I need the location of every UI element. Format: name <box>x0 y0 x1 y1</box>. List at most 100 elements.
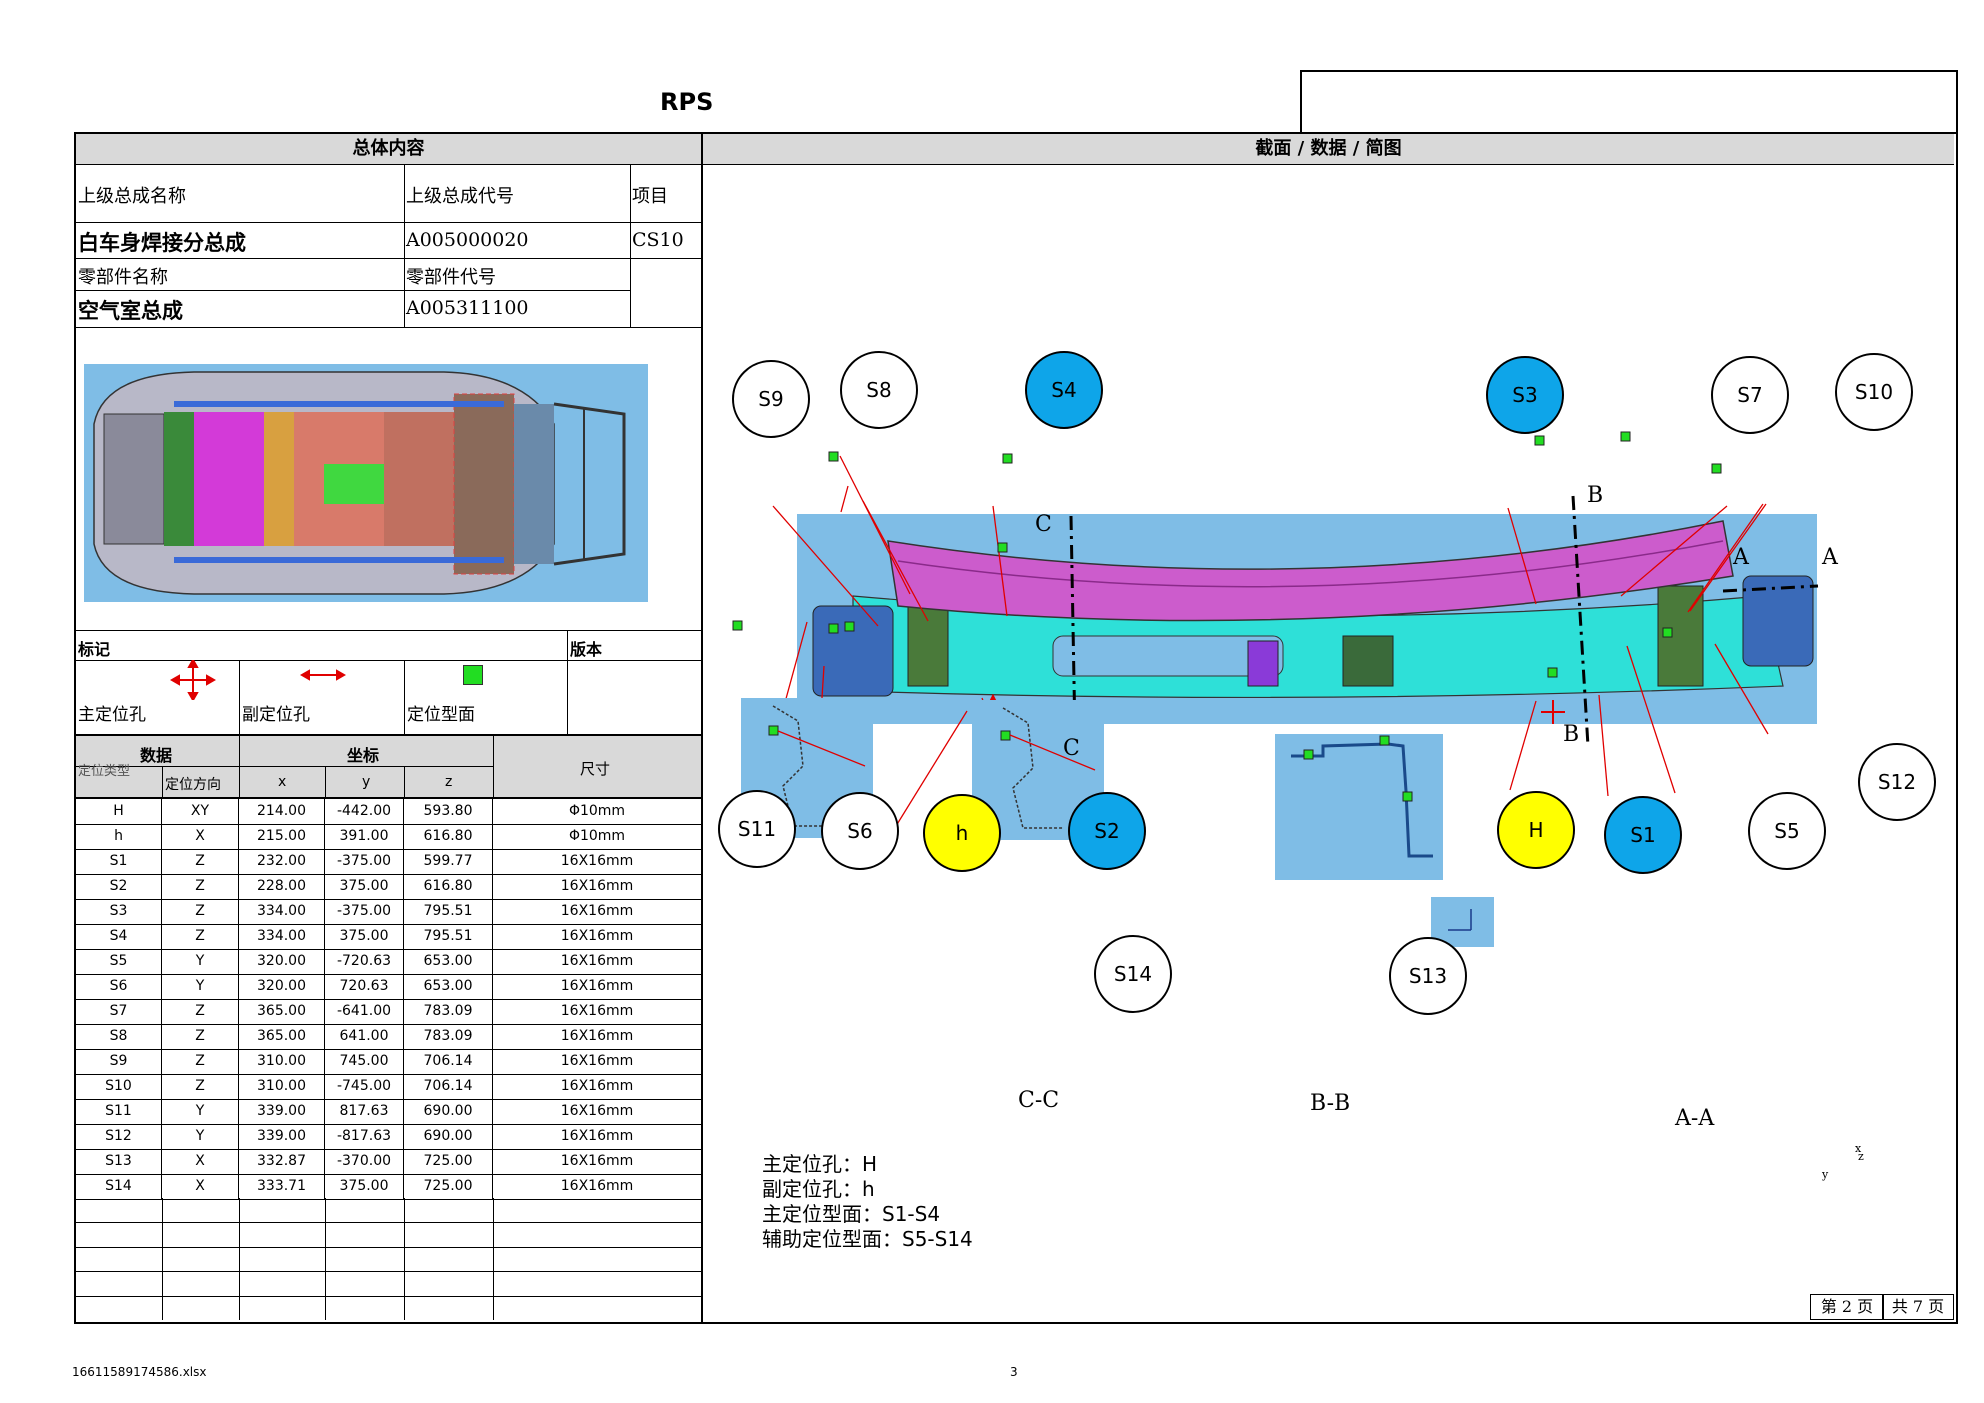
table-cell: 228.00 <box>239 874 325 899</box>
section-mark-a-left: A <box>1733 545 1749 570</box>
table-row-empty <box>76 1296 701 1320</box>
file-name: 16611589174586.xlsx <box>72 1365 207 1379</box>
table-cell: S12 <box>76 1124 162 1149</box>
legend-surface: 定位型面 <box>407 705 475 725</box>
table-cell: 339.00 <box>239 1124 325 1149</box>
table-cell: S6 <box>76 974 162 999</box>
table-cell: 310.00 <box>239 1074 325 1099</box>
version-label: 版本 <box>570 640 603 659</box>
table-cell: -442.00 <box>325 799 404 824</box>
notes: 主定位孔：H 副定位孔：h 主定位型面：S1-S4 辅助定位型面：S5-S14 <box>762 1152 973 1252</box>
table-cell: Y <box>162 1124 239 1149</box>
part-name: 空气室总成 <box>78 299 183 323</box>
table-cell: 16X16mm <box>560 1128 634 1144</box>
table-gridline <box>162 1247 163 1271</box>
table-cell: 16X16mm <box>560 878 634 894</box>
legend-sub-hole: 副定位孔 <box>242 705 310 725</box>
table-cell: 391.00 <box>325 824 404 849</box>
table-cell: Y <box>162 974 239 999</box>
table-gridline <box>493 1198 494 1222</box>
title-box <box>1300 70 1958 134</box>
mark-label: 标记 <box>78 640 111 659</box>
callout-s10: S10 <box>1835 353 1913 431</box>
table-cell: 725.00 <box>404 1149 493 1174</box>
table-cell: Z <box>162 1049 239 1074</box>
table-gridline <box>239 1296 240 1320</box>
y-col-header: y <box>362 774 371 790</box>
sub-hole-icon <box>300 669 346 681</box>
table-cell: Φ10mm <box>568 803 626 819</box>
table-gridline <box>404 1198 405 1222</box>
table-cell: 653.00 <box>404 974 493 999</box>
table-cell: 320.00 <box>239 949 325 974</box>
general-header: 总体内容 <box>76 134 701 165</box>
callout-h-small: h <box>923 794 1001 872</box>
note-main-hole: 主定位孔：H <box>762 1152 878 1176</box>
table-cell: X <box>162 824 239 849</box>
section-mark-b-bottom: B <box>1563 722 1580 747</box>
callout-s5: S5 <box>1748 792 1826 870</box>
table-cell: 690.00 <box>404 1099 493 1124</box>
table-cell: X <box>162 1174 239 1199</box>
callout-s11: S11 <box>718 790 796 868</box>
locate-type-header: 定位类型 <box>78 764 131 779</box>
table-cell: 16X16mm <box>560 1153 634 1169</box>
part-code-label: 零部件代号 <box>406 267 496 288</box>
table-cell: 375.00 <box>325 924 404 949</box>
table-cell: 320.00 <box>239 974 325 999</box>
axis-z-label: z <box>1858 1150 1864 1163</box>
table-gridline <box>325 1198 326 1222</box>
callout-s1: S1 <box>1604 796 1682 874</box>
table-cell: 332.87 <box>239 1149 325 1174</box>
table-cell: S14 <box>76 1174 162 1199</box>
table-cell: 616.80 <box>404 874 493 899</box>
table-cell: S5 <box>76 949 162 974</box>
table-cell: H <box>76 799 162 824</box>
locate-dir-header: 定位方向 <box>165 777 221 793</box>
table-cell: 214.00 <box>239 799 325 824</box>
table-cell: -641.00 <box>325 999 404 1024</box>
table-cell: 365.00 <box>239 1024 325 1049</box>
section-mark-b-top: B <box>1587 483 1604 508</box>
assembly-drawing <box>732 431 1819 947</box>
table-gridline <box>239 1271 240 1296</box>
callout-s9: S9 <box>732 360 810 438</box>
section-mark-c-top: C <box>1035 512 1052 537</box>
table-gridline <box>325 1296 326 1320</box>
coord-header: 坐标 <box>347 746 380 765</box>
table-cell: Y <box>162 949 239 974</box>
table-gridline <box>404 1247 405 1271</box>
table-cell: -720.63 <box>325 949 404 974</box>
table-cell: Z <box>162 899 239 924</box>
section-title-bb: B-B <box>1310 1091 1351 1116</box>
table-cell: S3 <box>76 899 162 924</box>
table-gridline <box>493 1271 494 1296</box>
table-cell: XY <box>162 799 239 824</box>
note-sub-hole: 副定位孔：h <box>762 1177 875 1201</box>
table-cell: S13 <box>76 1149 162 1174</box>
table-cell: 706.14 <box>404 1049 493 1074</box>
callout-s8: S8 <box>840 351 918 429</box>
table-cell: Z <box>162 924 239 949</box>
table-cell: -370.00 <box>325 1149 404 1174</box>
table-gridline <box>239 1247 240 1271</box>
table-cell: 334.00 <box>239 924 325 949</box>
z-col-header: z <box>445 774 453 790</box>
main-hole-icon <box>170 660 216 700</box>
table-cell: -817.63 <box>325 1124 404 1149</box>
data-table-header-bg <box>76 736 701 798</box>
table-gridline <box>493 1296 494 1320</box>
table-gridline <box>493 1247 494 1271</box>
table-cell: Z <box>162 1074 239 1099</box>
outer-frame <box>74 132 1958 1324</box>
data-header: 数据 <box>140 746 173 765</box>
table-gridline <box>162 1271 163 1296</box>
